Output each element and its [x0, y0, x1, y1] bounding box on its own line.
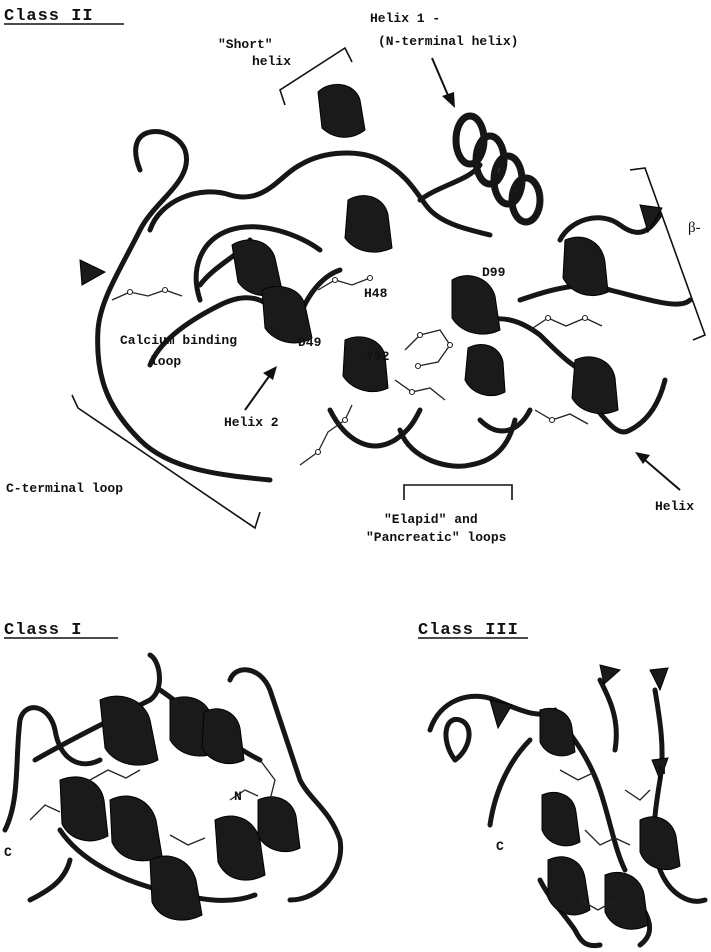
helix1-label-2: (N-terminal helix)	[378, 34, 518, 49]
elapid-label-1: "Elapid" and	[384, 512, 478, 527]
class-iii-n-terminus-label: N	[658, 763, 666, 778]
h48-label: H48	[364, 286, 388, 301]
short-helix-label-2: helix	[252, 54, 291, 69]
class-ii-coil	[98, 132, 690, 480]
beta-bracket	[630, 168, 705, 340]
beta-label: β-	[688, 220, 701, 236]
class-iii-heading: Class III	[418, 621, 519, 640]
helix2-label: Helix 2	[224, 415, 279, 430]
calcium-loop-label-1: Calcium binding	[120, 333, 237, 348]
elapid-label-2: "Pancreatic" loops	[366, 530, 507, 545]
class-iii-helices	[490, 665, 680, 929]
d49-label: D49	[298, 335, 322, 350]
elapid-loop-bracket	[404, 485, 512, 500]
class-i-heading: Class I	[4, 621, 82, 640]
class-ii-panel: Class II	[4, 7, 705, 545]
class-iii-panel: Class III C	[418, 621, 705, 946]
class-iii-c-terminus-label: C	[496, 839, 504, 854]
short-helix-label-1: "Short"	[218, 37, 273, 52]
class-ii-heading: Class II	[4, 7, 94, 26]
calcium-loop-label-2: loop	[150, 354, 181, 369]
c-terminal-loop-label: C-terminal loop	[6, 481, 123, 496]
class-i-n-terminus-label: N	[234, 789, 242, 804]
y52-label: Y52	[366, 349, 390, 364]
d99-label: D99	[482, 265, 506, 280]
class-i-panel: Class I C N	[4, 621, 341, 920]
helix1-label-1: Helix 1 -	[370, 11, 440, 26]
helix-right-label: Helix	[655, 499, 694, 514]
class-i-c-terminus-label: C	[4, 845, 12, 860]
